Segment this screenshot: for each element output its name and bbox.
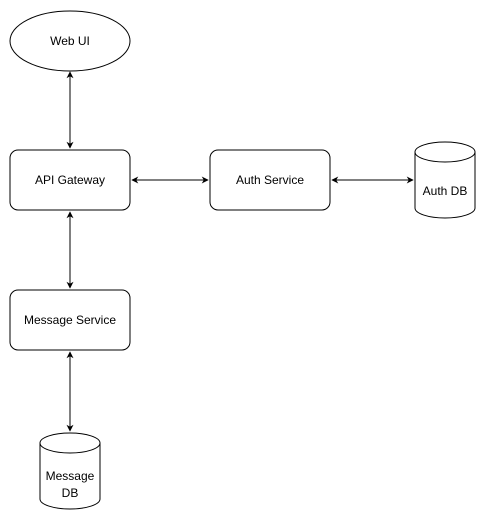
node-api-gateway[interactable]: API Gateway (9, 149, 131, 211)
web-ui-ellipse (9, 10, 131, 72)
node-message-db[interactable]: Message DB (39, 432, 101, 510)
message-db-label-line2: DB (62, 486, 79, 500)
auth-db-label: Auth DB (423, 184, 468, 198)
message-db-cylinder-rim (39, 442, 101, 454)
node-message-service[interactable]: Message Service (9, 289, 131, 351)
node-auth-db[interactable]: Auth DB (414, 141, 476, 219)
auth-db-cylinder-rim (414, 151, 476, 163)
auth-service-label: Auth Service (236, 173, 304, 187)
message-db-label-line1: Message (46, 469, 95, 483)
api-gateway-label: API Gateway (35, 173, 105, 187)
node-auth-service[interactable]: Auth Service (209, 149, 331, 211)
node-web-ui[interactable]: Web UI (9, 10, 131, 72)
auth-service-box (209, 149, 331, 211)
api-gateway-box (9, 149, 131, 211)
web-ui-label: Web UI (50, 34, 90, 48)
message-service-label: Message Service (24, 313, 116, 327)
auth-db-cylinder (414, 141, 476, 219)
message-service-box (9, 289, 131, 351)
